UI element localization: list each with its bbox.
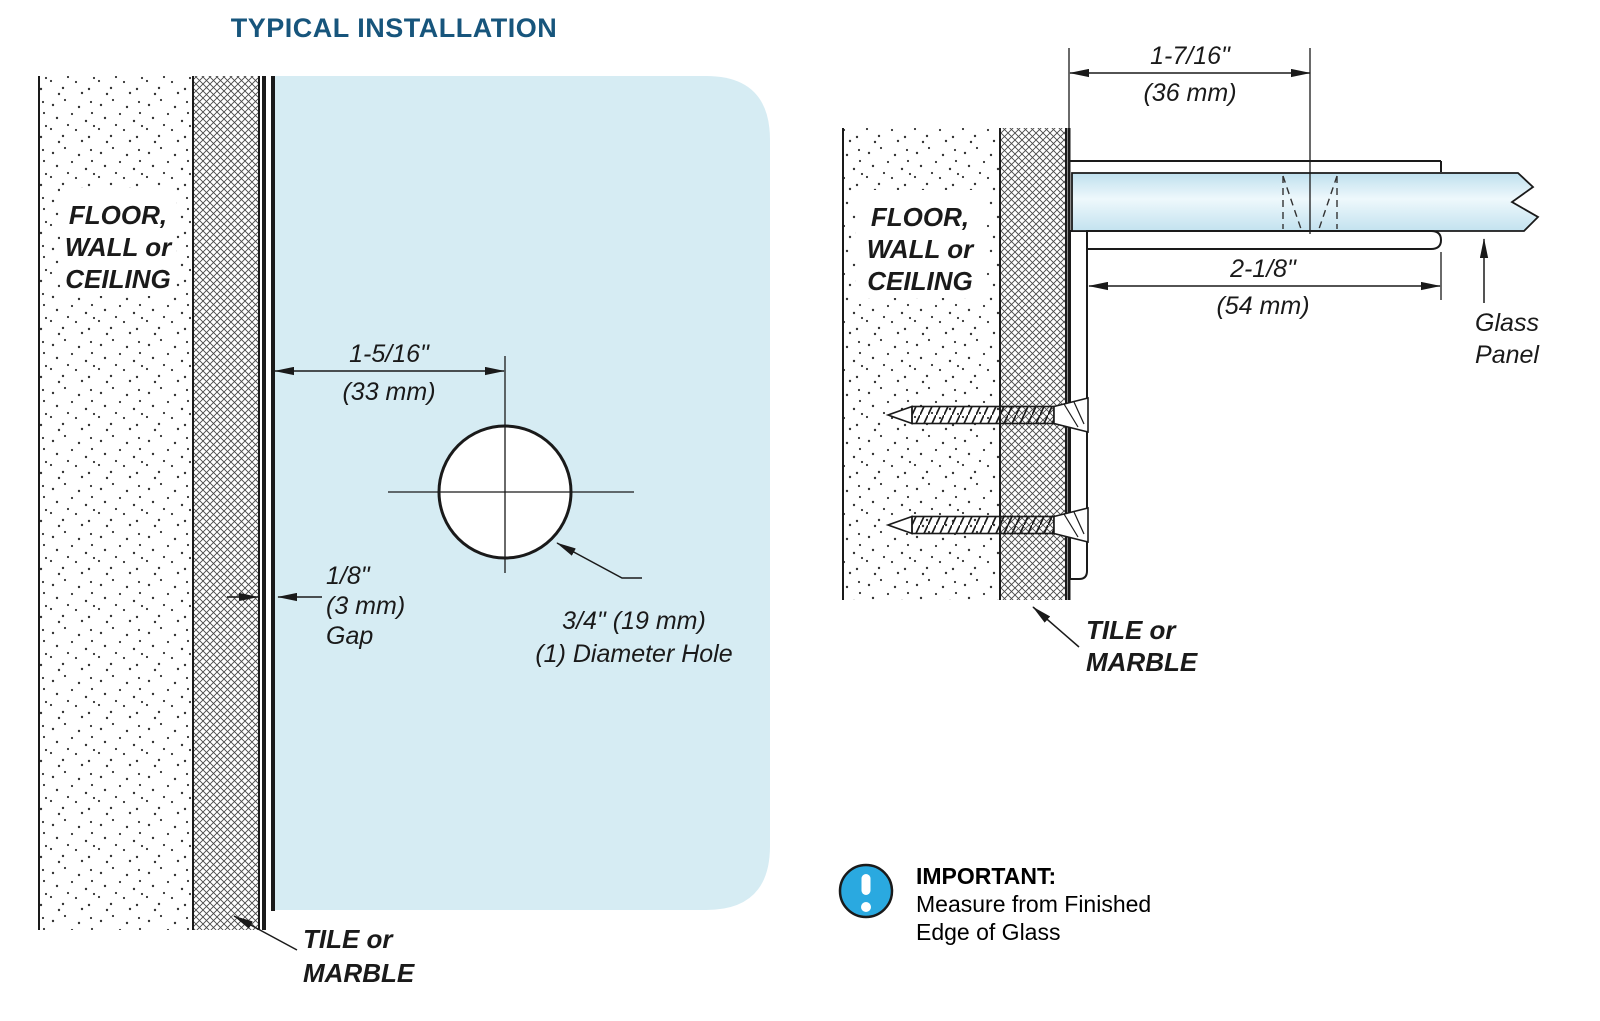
hidden-hole-taper-left — [1282, 175, 1302, 230]
hole-size-text: 3/4" (19 mm) — [562, 607, 706, 635]
exclamation-dot — [861, 902, 871, 912]
edge-dim-metric: (36 mm) — [1143, 79, 1236, 107]
hole-leader-line — [556, 542, 642, 579]
clamp-bottom-shelf — [1086, 230, 1443, 250]
offset-dimension: 1-5/16" (33 mm) — [274, 340, 505, 406]
wall-label-line1: FLOOR, — [69, 200, 167, 230]
hidden-hole-taper-right — [1318, 175, 1338, 230]
hole-desc-text: (1) Diameter Hole — [535, 640, 732, 668]
right-view: FLOOR, WALL or CEILING 1-7/16" (36 mm — [842, 42, 1540, 677]
gap-dim-word: Gap — [326, 622, 373, 650]
page-title: TYPICAL INSTALLATION — [231, 13, 558, 43]
wall-label-line3: CEILING — [65, 264, 170, 294]
important-note: IMPORTANT: Measure from Finished Edge of… — [838, 863, 1151, 945]
tile-crosshatch — [193, 76, 259, 930]
note-heading: IMPORTANT: — [916, 863, 1056, 889]
wall-label-line2: WALL or — [65, 232, 173, 262]
depth-dimension: 2-1/8" (54 mm) — [1088, 252, 1442, 320]
depth-dim-value: 2-1/8" — [1229, 255, 1297, 283]
tile-label-line2: MARBLE — [303, 958, 415, 988]
wall-label-line2: WALL or — [867, 234, 975, 264]
tile-leader-line — [233, 915, 298, 951]
note-line2: Edge of Glass — [916, 919, 1060, 945]
offset-dim-metric: (33 mm) — [342, 378, 435, 406]
tile-label-line1: TILE or — [303, 924, 394, 954]
note-line1: Measure from Finished — [916, 891, 1151, 917]
tile-callout-left: TILE or MARBLE — [233, 915, 415, 988]
glass-label-line2: Panel — [1475, 341, 1540, 369]
tile-leader-line — [1032, 606, 1080, 648]
edge-dim-value: 1-7/16" — [1150, 42, 1231, 70]
hidden-hole-lines — [1282, 175, 1338, 230]
gap-dimension: 1/8" (3 mm) Gap — [227, 562, 405, 650]
depth-dim-metric: (54 mm) — [1216, 292, 1309, 320]
wall-label-line3: CEILING — [867, 266, 972, 296]
tile-callout-right: TILE or MARBLE — [1032, 606, 1198, 677]
exclamation-bar — [861, 874, 871, 895]
offset-dim-value: 1-5/16" — [349, 340, 430, 368]
wall-label-line1: FLOOR, — [871, 202, 969, 232]
hole-callout: 3/4" (19 mm) (1) Diameter Hole — [535, 542, 733, 668]
gap-dim-metric: (3 mm) — [326, 592, 405, 620]
tile-label-line1: TILE or — [1086, 615, 1177, 645]
tile-label-line2: MARBLE — [1086, 647, 1198, 677]
wall-label-backing — [60, 188, 176, 296]
glass-label-line1: Glass — [1475, 309, 1539, 337]
edge-dimension: 1-7/16" (36 mm) — [1069, 42, 1311, 107]
glass-panel-callout: Glass Panel — [1475, 238, 1540, 369]
gap-dim-value: 1/8" — [326, 562, 371, 590]
left-view: FLOOR, WALL or CEILING 1-5/16" (33 mm) 1… — [38, 76, 770, 988]
glass-panel-section — [1071, 172, 1540, 232]
wall-label-backing — [856, 190, 986, 298]
